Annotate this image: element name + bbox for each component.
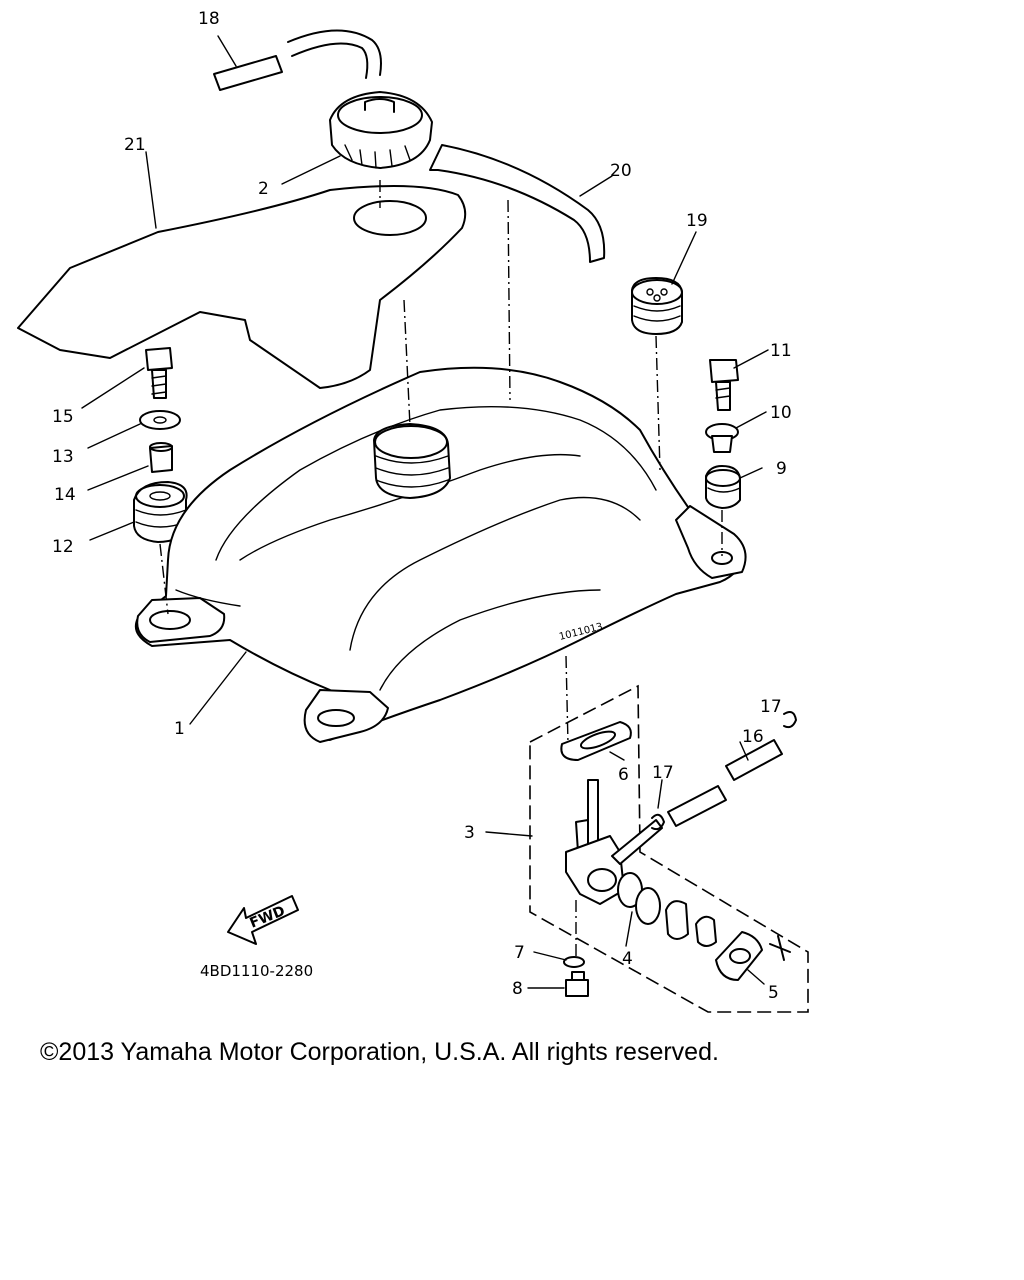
- callout-9: 9: [776, 459, 787, 479]
- callout-8: 8: [512, 979, 523, 999]
- callout-12: 12: [52, 537, 74, 557]
- part-18-breather-hose: [213, 29, 382, 91]
- callout-6: 6: [618, 765, 629, 785]
- diagram-code: 4BD1110-2280: [200, 962, 313, 980]
- callout-11: 11: [770, 341, 792, 361]
- part-20-tank-band: [429, 144, 606, 263]
- callout-21: 21: [124, 135, 146, 155]
- part-13-washer: [139, 410, 181, 430]
- callout-1: 1: [174, 719, 185, 739]
- callout-13: 13: [52, 447, 74, 467]
- callout-16: 16: [742, 727, 764, 747]
- copyright-notice: ©2013 Yamaha Motor Corporation, U.S.A. A…: [40, 1038, 719, 1066]
- fuel-tank-exploded-diagram: 1011013 FWD: [17, 9, 809, 1013]
- callout-10: 10: [770, 403, 792, 423]
- callout-20: 20: [610, 161, 632, 181]
- callout-17-lower: 17: [652, 763, 674, 783]
- callout-7: 7: [514, 943, 525, 963]
- part-17-clip-upper: [783, 711, 797, 729]
- callout-15: 15: [52, 407, 74, 427]
- callout-2: 2: [258, 179, 269, 199]
- leader-lines: [81, 35, 769, 989]
- callout-3: 3: [464, 823, 475, 843]
- part-15-bolt: [145, 347, 173, 399]
- part-1-fuel-tank: 1011013: [134, 366, 747, 743]
- part-21-plate: [17, 185, 467, 389]
- part-14-collar: [149, 442, 173, 473]
- part-9-damper: [705, 465, 741, 509]
- callout-labels: 18 21 2 20 19 11 15 10 13 9 14 12 1 17 1…: [52, 9, 792, 1003]
- callout-18: 18: [198, 9, 220, 29]
- part-17-clip-lower: [651, 813, 665, 831]
- fwd-arrow-icon: FWD: [227, 895, 299, 945]
- part-11-bolt: [709, 359, 739, 411]
- part-2-fuel-cap: [329, 91, 433, 169]
- part-12-damper: [133, 481, 188, 543]
- callout-17-upper: 17: [760, 697, 782, 717]
- callout-19: 19: [686, 211, 708, 231]
- callout-5: 5: [768, 983, 779, 1003]
- assembly-lines: [159, 180, 723, 960]
- part-16-fuel-pipe: [667, 739, 783, 827]
- part-10-collar: [705, 423, 739, 453]
- part-19-damper: [631, 277, 683, 335]
- callout-14: 14: [54, 485, 76, 505]
- part-3-fuel-cock-assembly: [529, 684, 809, 1013]
- callout-4: 4: [622, 949, 633, 969]
